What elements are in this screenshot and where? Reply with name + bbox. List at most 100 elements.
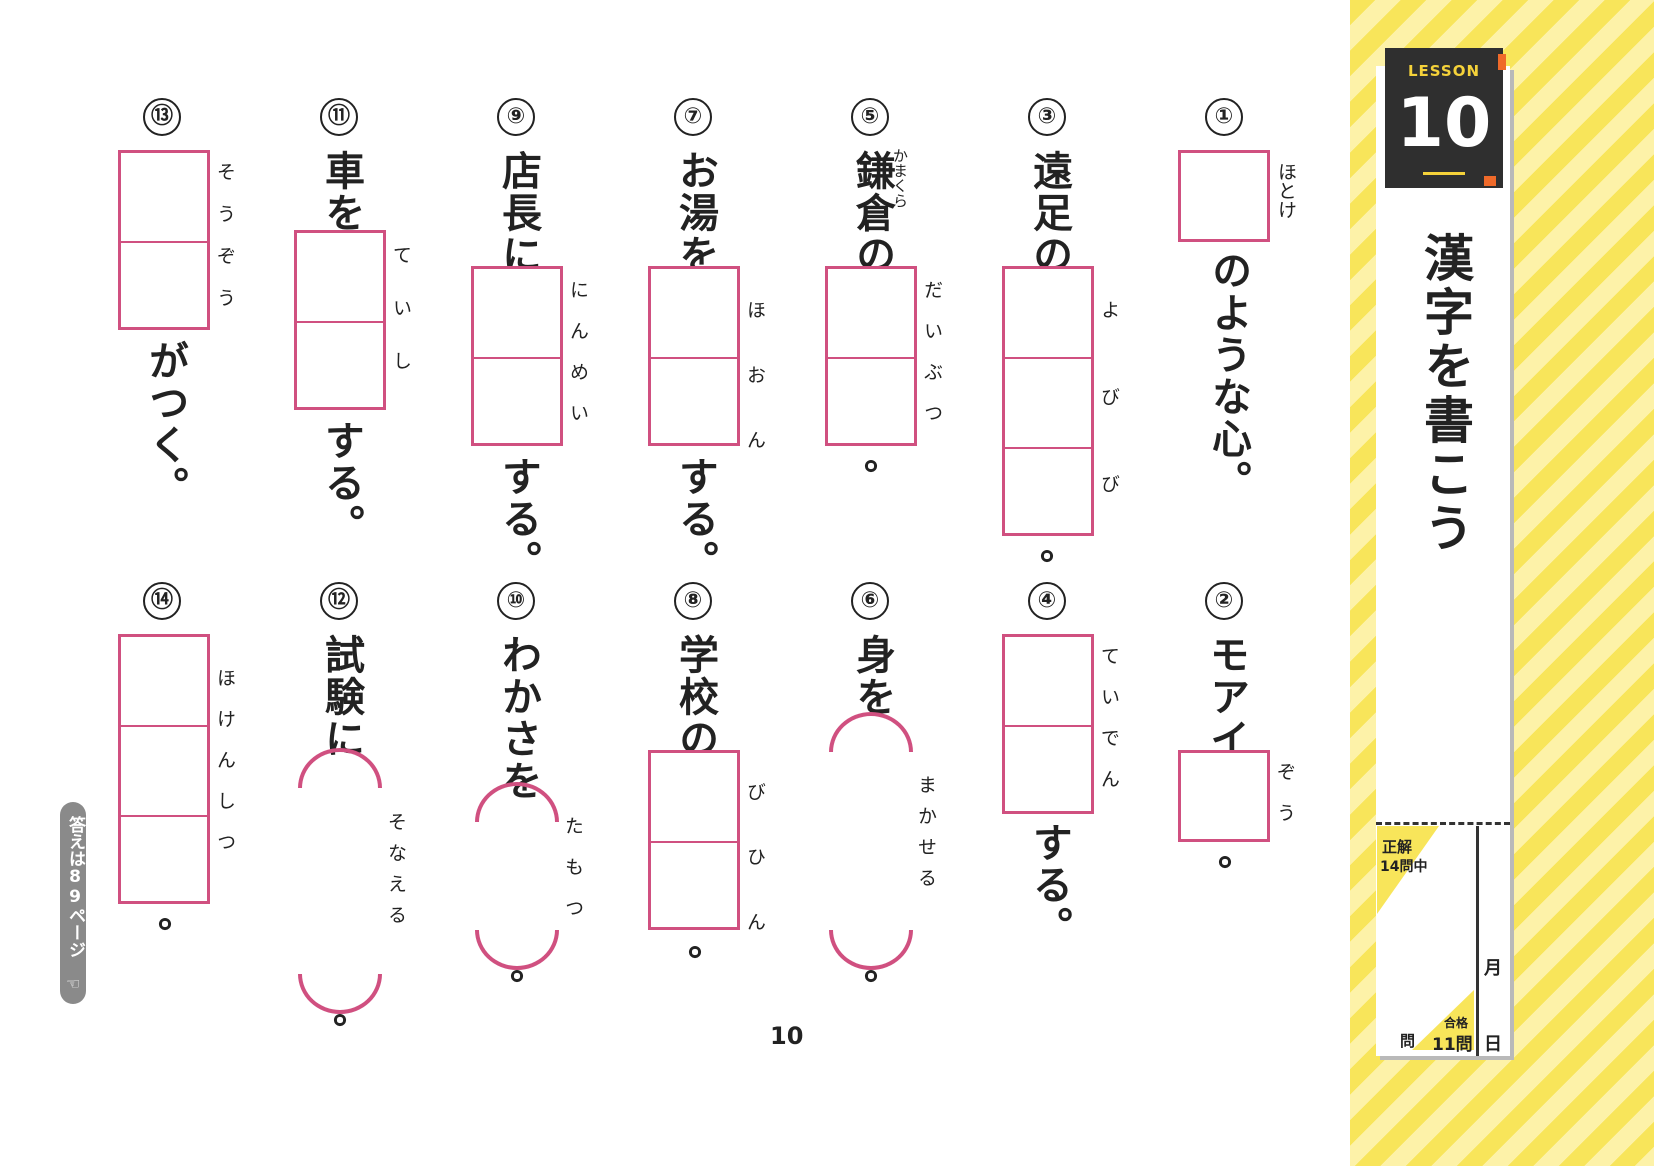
answer-box[interactable]: [471, 266, 563, 446]
question-text: 。: [510, 947, 547, 988]
answer-cell[interactable]: [1005, 359, 1091, 449]
day-input[interactable]: [1480, 980, 1508, 1026]
page-number: 10: [770, 1022, 804, 1050]
answer-box[interactable]: [1178, 750, 1270, 842]
question-text: 。: [333, 991, 370, 1032]
answer-box[interactable]: [1178, 150, 1270, 242]
ruby-reading: よびび: [1098, 300, 1120, 561]
answer-box[interactable]: [118, 634, 210, 904]
answer-cell[interactable]: [1005, 269, 1091, 359]
question-number: ⑪: [320, 98, 358, 136]
ruby-reading: ていし: [390, 245, 412, 404]
ruby-reading: ほけんしつ: [214, 668, 236, 873]
badge-corner: [1498, 54, 1506, 70]
answer-cell[interactable]: [828, 359, 914, 443]
answer-cell[interactable]: [651, 359, 737, 443]
question-text: 。: [688, 923, 725, 964]
ruby-reading: ぞう: [1274, 762, 1296, 844]
answer-cell[interactable]: [474, 359, 560, 443]
answer-box[interactable]: [825, 266, 917, 446]
score-column-line: [1476, 826, 1479, 1056]
answer-box[interactable]: [118, 150, 210, 330]
page-title: 漢字を書こう: [1416, 232, 1474, 556]
question-unit: 問: [1400, 1032, 1416, 1050]
pointing-hand-icon: ☜: [65, 974, 81, 993]
question-number: ⑩: [497, 582, 535, 620]
answer-page-label: 答えは89ページ: [65, 816, 85, 958]
question-text: お湯を: [672, 150, 718, 276]
answer-cell[interactable]: [297, 323, 383, 407]
pass-flag: [1412, 990, 1474, 1050]
answer-cell[interactable]: [121, 243, 207, 327]
answer-cell[interactable]: [651, 753, 737, 843]
ruby-reading: そなえる: [385, 812, 407, 936]
month-input[interactable]: [1480, 830, 1508, 950]
answer-cell[interactable]: [297, 233, 383, 323]
question-number: ②: [1205, 582, 1243, 620]
answer-cell[interactable]: [474, 269, 560, 359]
answer-cell[interactable]: [1005, 637, 1091, 727]
badge-corner: [1484, 176, 1496, 186]
question-number: ⑤: [851, 98, 889, 136]
answer-space[interactable]: [475, 822, 559, 930]
question-number: ⑦: [674, 98, 712, 136]
question-number: ⑥: [851, 582, 889, 620]
pass-label: 合格: [1444, 1016, 1469, 1030]
lesson-label: LESSON: [1407, 62, 1481, 80]
question-text: 。: [1218, 833, 1255, 874]
answer-cell[interactable]: [828, 269, 914, 359]
question-text: する。: [318, 420, 364, 546]
answer-page-tab[interactable]: 答えは89ページ ☜: [60, 802, 86, 1004]
answer-cell[interactable]: [1005, 727, 1091, 811]
answer-cell[interactable]: [1005, 449, 1091, 533]
answer-cell[interactable]: [121, 153, 207, 243]
month-label: 月: [1484, 958, 1502, 979]
question-number: ⑬: [143, 98, 181, 136]
question-text: する。: [495, 456, 541, 582]
lesson-badge: LESSON 10: [1385, 48, 1503, 188]
correct-flag: [1377, 826, 1439, 914]
answer-box[interactable]: [1002, 266, 1094, 536]
ruby-reading: びひん: [744, 782, 766, 977]
pass-value: 11問: [1432, 1035, 1473, 1055]
question-number: ⑨: [497, 98, 535, 136]
day-label: 日: [1484, 1034, 1502, 1055]
answer-box[interactable]: [1002, 634, 1094, 814]
question-text: のような心。: [1205, 250, 1251, 502]
question-text: する。: [1026, 822, 1072, 948]
question-text: がつく。: [142, 340, 188, 508]
question-text: 店長に: [495, 150, 541, 276]
ruby-reading: そうぞう: [214, 162, 236, 330]
paren-open: [298, 748, 382, 788]
ruby-reading: だいぶつ: [921, 280, 943, 444]
question-number: ④: [1028, 582, 1066, 620]
ruby-reading: まかせる: [915, 775, 937, 899]
answer-cell[interactable]: [121, 637, 207, 727]
question-text: 身を: [849, 634, 895, 718]
answer-cell[interactable]: [121, 817, 207, 901]
paren-open: [475, 782, 559, 822]
answer-cell[interactable]: [121, 727, 207, 817]
answer-space[interactable]: [298, 788, 382, 974]
answer-space[interactable]: [829, 752, 913, 930]
lesson-underline: [1423, 172, 1465, 175]
question-number: ⑭: [143, 582, 181, 620]
answer-cell[interactable]: [651, 269, 737, 359]
question-text: わかさを: [495, 634, 541, 802]
answer-box[interactable]: [294, 230, 386, 410]
question-text: 車を: [318, 150, 364, 234]
answer-box[interactable]: [648, 266, 740, 446]
question-number: ⑧: [674, 582, 712, 620]
question-number: ①: [1205, 98, 1243, 136]
ruby-reading: ほとけ: [1275, 162, 1297, 219]
question-text: 学校の: [672, 634, 718, 760]
question-number: ③: [1028, 98, 1066, 136]
question-text: 遠足の: [1026, 150, 1072, 276]
total-label: 14問中: [1380, 859, 1428, 875]
score-divider: [1376, 822, 1510, 825]
answer-box[interactable]: [648, 750, 740, 930]
ruby-reading: かまくら: [891, 148, 909, 208]
answer-cell[interactable]: [651, 843, 737, 927]
question-text: 。: [864, 437, 901, 478]
ruby-reading: ほおん: [744, 300, 766, 495]
